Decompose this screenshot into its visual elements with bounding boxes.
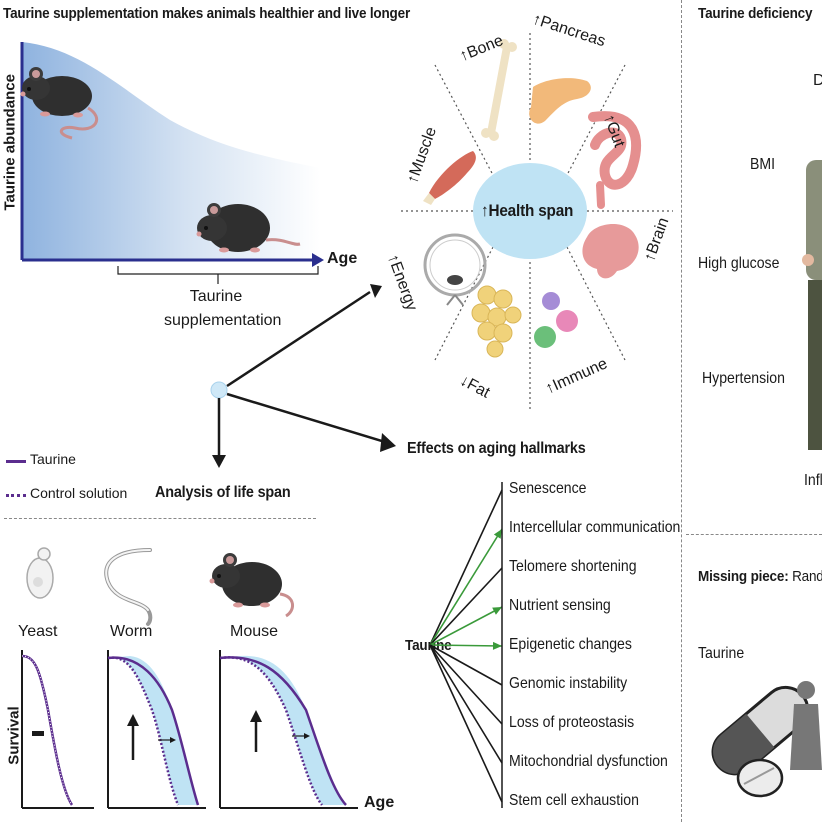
hallmark-item: Nutrient sensing	[509, 597, 611, 614]
hallmark-item: Stem cell exhaustion	[509, 792, 639, 809]
health-span-arrow: ↑	[481, 201, 489, 220]
hallmark-item: Loss of proteostasis	[509, 714, 635, 731]
hallmark-item: Genomic instability	[509, 675, 628, 692]
worm-control-curve	[107, 656, 180, 806]
taurine-abundance-panel	[20, 42, 324, 284]
supplementation-label-line2: supplementation	[164, 312, 282, 329]
hallmark-link	[429, 489, 503, 646]
hallmark-link	[429, 606, 503, 646]
hallmark-link	[429, 528, 503, 646]
branching-arrows	[210, 284, 396, 468]
health-span-text: Health span	[488, 201, 574, 220]
branch-node	[210, 381, 228, 399]
organism-label-worm: Worm	[110, 623, 153, 640]
mouse-increase-arrow	[250, 710, 262, 722]
factor-label: Hypertension	[702, 370, 785, 387]
mouse-taurine-curve	[219, 656, 347, 806]
legend-label-control: Control solution	[30, 485, 128, 501]
hallmark-link	[429, 644, 503, 686]
hallmark-item: Mitochondrial dysfunction	[509, 753, 668, 770]
capsule-and-pill-illustration	[711, 681, 822, 798]
arrow-to-life-span	[212, 455, 226, 468]
muscle-illustration	[423, 151, 476, 205]
hallmark-item: Senescence	[509, 480, 587, 497]
organism-illustrations	[26, 547, 294, 626]
survival-x-label: Age	[364, 794, 395, 811]
bone-illustration	[481, 39, 517, 141]
missing-piece-rest: Rand	[792, 568, 822, 585]
hallmark-link-arrowhead	[493, 529, 502, 539]
abundance-x-arrowhead	[312, 253, 324, 267]
hallmark-links	[429, 482, 503, 808]
supplementation-label-line1: Taurine	[189, 288, 243, 305]
hallmark-link	[429, 644, 503, 725]
arrow-to-health-span	[370, 284, 382, 298]
factor-label: Infla	[804, 472, 822, 489]
yeast-no-change-marker	[32, 731, 44, 736]
yeast-control-curve	[21, 655, 73, 806]
fat-cells-illustration	[471, 285, 522, 358]
hallmark-item: Epigenetic changes	[509, 636, 632, 653]
aging-hallmarks-title: Effects on aging hallmarks	[407, 440, 586, 457]
right-taurine-label: Taurine	[698, 645, 745, 662]
mouse-illustration	[209, 553, 294, 618]
hallmark-link-arrowhead	[492, 641, 502, 650]
brain-illustration	[582, 223, 639, 279]
mouse-control-curve	[219, 656, 323, 806]
pancreas-illustration	[529, 78, 591, 124]
survival-chart-mouse	[219, 650, 358, 809]
immune-cells-illustration	[534, 292, 578, 348]
person-illustration	[802, 160, 822, 450]
hallmark-link	[429, 644, 503, 764]
legend-label-taurine: Taurine	[30, 451, 76, 467]
main-title: Taurine supplementation makes animals he…	[3, 5, 411, 22]
abundance-area	[22, 42, 320, 260]
missing-piece-bold: Missing piece:	[698, 568, 789, 585]
worm-illustration	[104, 548, 153, 626]
missing-piece-label: Missing piece: Rand	[698, 568, 822, 585]
worm-taurine-curve	[107, 656, 200, 806]
running-wheel-illustration	[423, 233, 487, 306]
analysis-of-life-span-label: Analysis of life span	[155, 484, 291, 501]
right-panel: D BMI High glucose Hypertension Infla Mi…	[686, 0, 822, 822]
factor-label: High glucose	[698, 255, 780, 272]
hallmark-link-arrowhead	[492, 607, 502, 615]
young-mouse-illustration	[20, 67, 99, 140]
divider-vertical	[681, 0, 682, 822]
factor-label: D	[813, 72, 822, 89]
divider-left-horizontal	[4, 518, 316, 519]
factor-label: BMI	[750, 156, 776, 173]
hallmark-item: Intercellular communication	[509, 519, 681, 536]
organism-label-yeast: Yeast	[18, 623, 58, 640]
gut-illustration	[588, 111, 641, 209]
divider-right-horizontal	[686, 534, 822, 535]
survival-chart-worm	[107, 650, 206, 809]
yeast-illustration	[26, 547, 54, 599]
deficiency-title: Taurine deficiency	[698, 5, 813, 22]
organism-label-mouse: Mouse	[230, 623, 279, 640]
hallmark-item: Telomere shortening	[509, 558, 637, 575]
health-span-label: ↑Health span	[481, 201, 573, 221]
survival-curves	[21, 650, 358, 809]
survival-chart-yeast	[21, 650, 94, 809]
health-span-wheel	[401, 33, 673, 410]
worm-increase-arrow	[127, 714, 139, 726]
arrow-to-hallmarks	[380, 433, 396, 452]
abundance-y-label: Taurine abundance	[1, 74, 19, 211]
yeast-taurine-curve	[21, 654, 74, 806]
hallmark-link	[429, 644, 503, 803]
health-span-center	[473, 163, 587, 259]
old-mouse-illustration	[196, 203, 301, 253]
abundance-x-label: Age	[327, 250, 358, 267]
hallmark-link	[429, 567, 503, 646]
hallmark-link	[429, 644, 503, 647]
